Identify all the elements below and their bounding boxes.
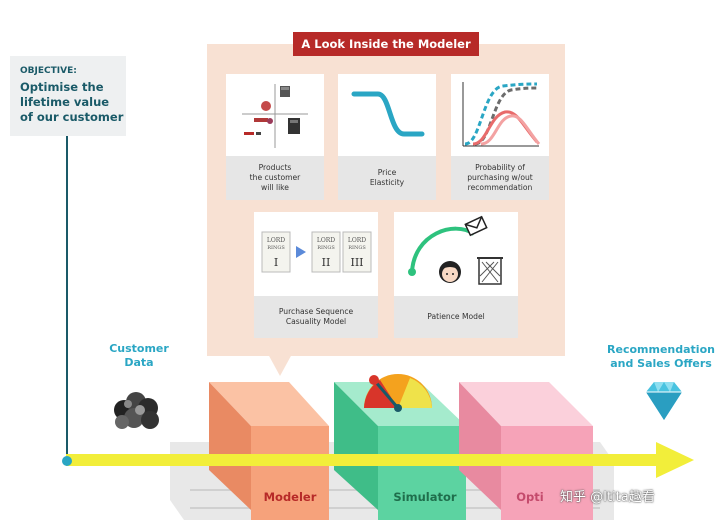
caption-line: will like [261,183,289,192]
recommendation-line-2: and Sales Offers [610,357,712,370]
product-grid-icon [242,84,308,148]
book-3-top: LORD [348,237,366,244]
card-price-elasticity: Price Elasticity [338,74,436,200]
customer-data-line-2: Data [124,356,154,369]
card-products-caption: Products the customer will like [226,156,324,200]
card-probability: Probability of purchasing w/out recommen… [451,74,549,200]
caption-line: Products [258,163,292,172]
caption-line: purchasing w/out [467,173,533,182]
card-patience-caption: Patience Model [394,296,518,338]
probability-curves-icon [462,82,541,147]
book-1-volume: I [274,256,278,269]
objective-text: Optimise the lifetime value of our custo… [20,80,124,125]
objective-anchor-dot [62,456,72,466]
optimizer-block [459,382,593,520]
caption-line: Casuality Model [285,317,347,326]
caption-line: Patience Model [427,312,485,321]
customer-data-blob-icon [114,392,159,429]
modeler-panel-title: A Look Inside the Modeler [293,32,479,56]
flow-arrow [66,442,694,478]
arrow-icon [296,246,306,258]
card-patience-model: Patience Model [394,212,518,338]
book-2-mid: RINGS [317,245,335,251]
recommendation-line-1: Recommendation [607,343,715,356]
book-1-mid: RINGS [267,245,285,251]
modeler-block [209,382,329,520]
book-2-top: LORD [317,237,335,244]
card-products: Products the customer will like [226,74,324,200]
watermark: 知乎 @Itita趣看 [560,490,655,505]
customer-data-line-1: Customer [109,342,169,355]
book-3-volume: III [350,256,363,269]
caption-line: Purchase Sequence [278,307,354,316]
card-probability-caption: Probability of purchasing w/out recommen… [451,156,549,200]
objective-line-3: of our customer [20,110,124,124]
book-3-mid: RINGS [348,245,366,251]
book-sequence-icon: LORD RINGS I LORD RINGS II LORD RINGS II… [261,231,372,273]
stage-label-modeler: Modeler [263,490,317,504]
objective-line-2: lifetime value [20,95,110,109]
card-purchase-sequence: LORD RINGS I LORD RINGS II LORD RINGS II… [254,212,378,338]
caption-line: Probability of [475,163,525,172]
patience-icon [408,215,503,285]
card-sequence-caption: Purchase Sequence Casuality Model [254,296,378,338]
caption-line: Elasticity [369,178,405,187]
objective-connector-line [66,136,68,462]
caption-line: recommendation [467,183,533,192]
objective-label: OBJECTIVE: [20,66,77,76]
recommendation-label: Recommendation and Sales Offers [604,343,718,371]
objective-box [10,56,126,136]
book-2-volume: II [322,256,331,269]
elasticity-curve-icon [351,91,425,137]
simulator-block [334,382,466,520]
gauge-icon [364,374,432,412]
customer-data-label: Customer Data [100,342,178,370]
objective-line-1: Optimise the [20,80,104,94]
book-1-top: LORD [267,237,285,244]
caption-line: Price [377,168,397,177]
caption-line: the customer [249,173,301,182]
panel-pointer [268,354,292,376]
trash-bin-icon [477,257,503,285]
stage-label-optimizer: Opti [516,490,544,504]
stage-label-simulator: Simulator [393,490,457,504]
diamond-icon [646,382,682,420]
girl-face-icon [439,261,461,283]
card-price-caption: Price Elasticity [338,156,436,200]
envelope-icon [464,215,488,237]
